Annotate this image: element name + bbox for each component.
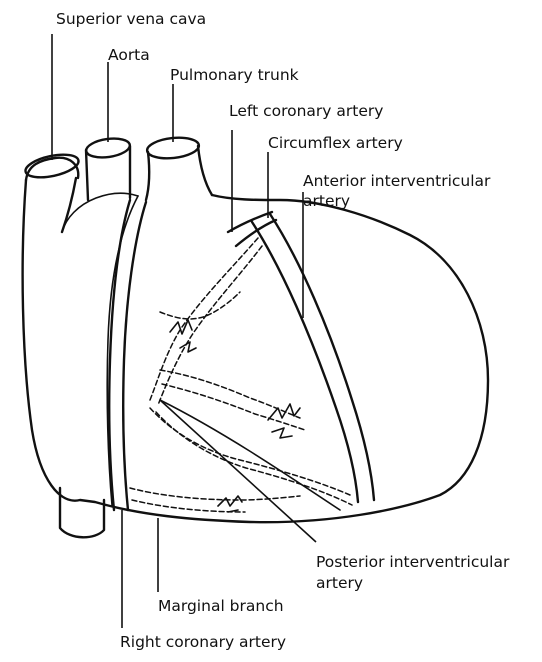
label-marginal-branch: Marginal branch — [158, 597, 284, 615]
svc-inner-edge — [62, 178, 76, 232]
pulmonary-trunk-left-wall — [146, 152, 149, 200]
label-aorta: Aorta — [108, 46, 150, 64]
posterior-interventricular-inner-line — [160, 400, 340, 510]
dashed-vessel-3 — [160, 292, 240, 319]
arteries — [109, 200, 374, 510]
label-anterior-interventricular-line2: artery — [303, 192, 350, 210]
label-right-coronary-artery: Right coronary artery — [120, 633, 286, 651]
right-coronary-artery-inner — [123, 202, 146, 510]
labels: Superior vena cava Aorta Pulmonary trunk… — [56, 10, 510, 651]
heart-outline — [23, 135, 488, 537]
right-coronary-artery-outer — [109, 200, 130, 510]
anterior-interventricular-artery-outer — [270, 214, 374, 500]
pulmonary-trunk-right-wall — [198, 146, 212, 195]
right-atrium-edge — [107, 196, 138, 505]
label-posterior-interventricular-line1: Posterior interventricular — [316, 553, 510, 571]
dashed-vessel-8 — [130, 488, 300, 500]
aorta-left-wall — [86, 150, 88, 200]
posterior-vessels-dashed — [130, 238, 352, 512]
anterior-interventricular-artery-inner — [252, 222, 358, 502]
left-coronary-stub — [228, 212, 272, 232]
dashed-vessel-2 — [158, 246, 262, 405]
label-circumflex-artery: Circumflex artery — [268, 134, 403, 152]
label-posterior-interventricular-line2: artery — [316, 574, 363, 592]
branch-tuft-2 — [268, 404, 300, 438]
dashed-vessel-7 — [156, 412, 352, 505]
ivc-tube — [60, 488, 104, 537]
label-left-coronary-artery: Left coronary artery — [229, 102, 383, 120]
label-superior-vena-cava: Superior vena cava — [56, 10, 206, 28]
branch-tuft-3 — [218, 496, 242, 512]
label-anterior-interventricular-line1: Anterior interventricular — [303, 172, 491, 190]
label-pulmonary-trunk: Pulmonary trunk — [170, 66, 299, 84]
